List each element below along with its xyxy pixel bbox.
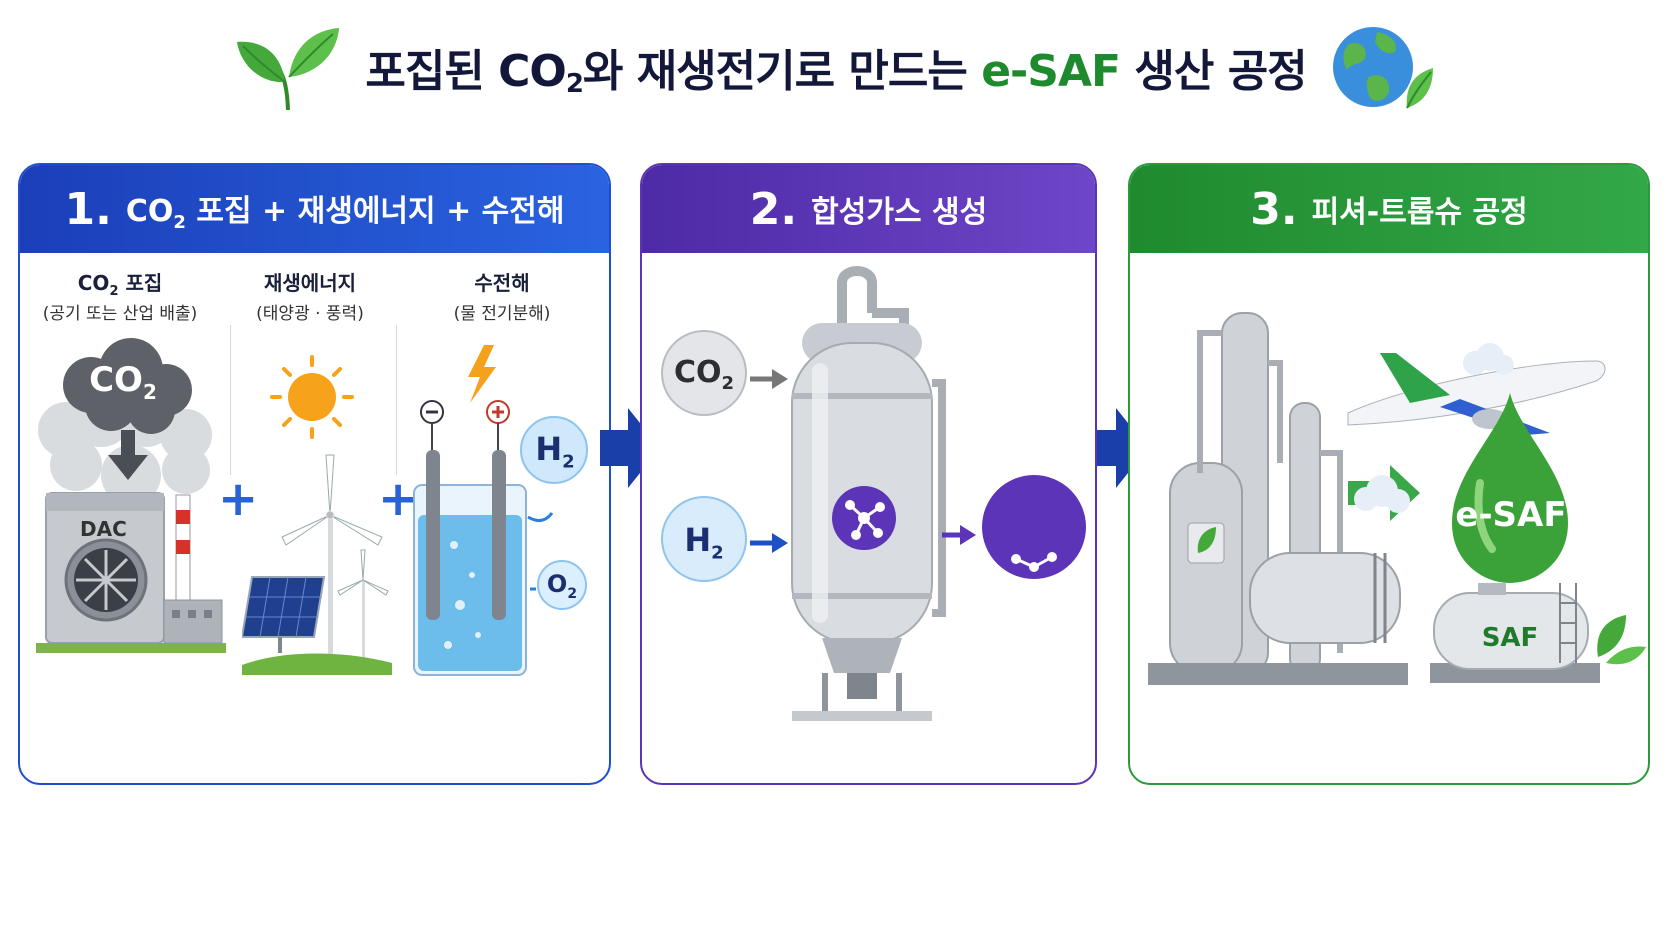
step-number: 2. (749, 183, 798, 235)
plus-sign: + (378, 471, 419, 527)
panel-1-header: 1. CO2 포집 + 재생에너지 + 수전해 (20, 165, 609, 253)
capture-desc: (공기 또는 산업 배출) (42, 304, 198, 324)
renewable-title: 재생에너지 (264, 271, 356, 295)
reactor-illustration (661, 266, 1086, 721)
panel-3-header: 3. 피셔-트롭슈 공정 (1130, 165, 1648, 253)
page-title: 포집된 CO2와 재생전기로 만드는 e-SAF 생산 공정 (0, 22, 1672, 112)
panel-2-header: 2. 합성가스 생성 (642, 165, 1095, 253)
section-divider (396, 325, 397, 475)
panel-step-1: 1. CO2 포집 + 재생에너지 + 수전해 CO2 포집 (공기 또는 산업… (18, 163, 611, 785)
syngas-title: 합성가스 (1000, 403, 1068, 424)
electrolysis-title: 수전해 (474, 271, 530, 295)
o2-bubble-label: O2 (546, 570, 578, 602)
solar-panel-icon (242, 576, 326, 653)
title-text: 포집된 CO2와 재생전기로 만드는 e-SAF 생산 공정 (365, 46, 1307, 99)
panel-2-title: 합성가스 생성 (811, 195, 988, 230)
panel-3-title: 피셔-트롭슈 공정 (1311, 195, 1528, 230)
wind-turbine-icon (281, 454, 389, 660)
electrolysis-desc: (물 전기분해) (453, 304, 551, 324)
panel-step-3: 3. 피셔-트롭슈 공정 e-SAF (1128, 163, 1650, 785)
dac-label: DAC (80, 517, 127, 541)
co2-cloud-label: CO2 (89, 360, 157, 404)
airplane-icon (1347, 353, 1606, 435)
saf-tank-label: SAF (1481, 623, 1539, 653)
plus-sign: + (218, 471, 259, 527)
leaf-icon (237, 28, 340, 111)
electrolysis-illustration (413, 345, 588, 676)
renewable-illustration (242, 355, 392, 675)
renewable-desc: (태양광 · 풍력) (256, 304, 364, 324)
capture-title: CO2 포집 (77, 271, 163, 299)
globe-icon (1332, 27, 1433, 109)
fischer-tropsch-illustration (1148, 312, 1646, 685)
title-highlight: e-SAF (981, 46, 1121, 97)
panel-1-title: CO2 포집 + 재생에너지 + 수전해 (125, 193, 565, 233)
dac-unit-illustration (36, 338, 226, 653)
flow-arrow-1-to-2 (600, 408, 660, 488)
lightning-icon (468, 345, 496, 403)
section-divider (230, 325, 231, 475)
panel-step-2: 2. 합성가스 생성 CO2 H2 합성가스 (CO + H2) (640, 163, 1097, 785)
flow-arrow-2-to-3 (1088, 408, 1148, 488)
step-number: 1. (64, 183, 112, 235)
e-saf-drop-label: e-SAF (1455, 495, 1567, 535)
co2-input-label: CO2 (673, 355, 735, 394)
h2-input-label: H2 (684, 521, 724, 564)
sun-icon (270, 355, 354, 439)
syngas-formula: (CO + H2) (988, 429, 1080, 452)
step-number: 3. (1250, 183, 1298, 235)
h2-bubble-label: H2 (535, 430, 575, 473)
